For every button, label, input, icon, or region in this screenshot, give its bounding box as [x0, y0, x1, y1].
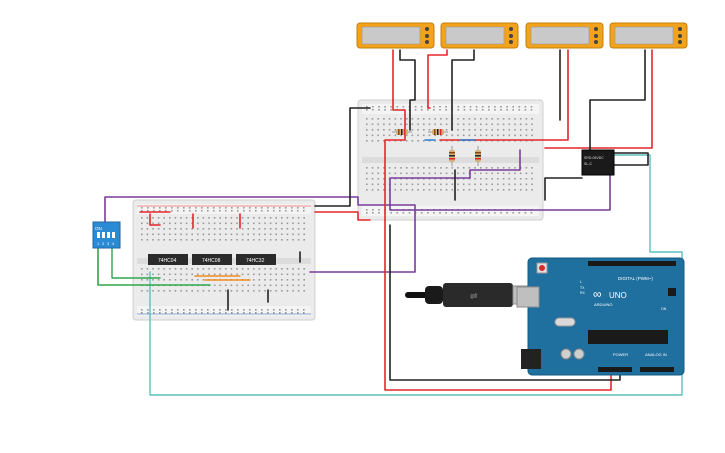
wire-black-bulb4[interactable]	[589, 49, 646, 151]
breadboard-left-holes	[141, 207, 305, 314]
relay-line-1: SRD-05VDC	[584, 156, 604, 160]
ic-74hc08[interactable]: 74HC08	[192, 254, 232, 265]
ic-74hc04[interactable]: 74HC04	[148, 254, 188, 265]
wire-red-bulb3[interactable]	[439, 49, 569, 141]
wire-purple-right[interactable]	[389, 149, 611, 211]
tx-label: TX	[580, 286, 585, 290]
digital-label: DIGITAL (PWM~)	[618, 276, 653, 281]
dip-pos-2: 2	[102, 241, 105, 246]
analog-header[interactable]	[640, 367, 674, 372]
relay[interactable]: SRD-05VDC SL-C	[581, 149, 615, 176]
bulb-4[interactable]	[609, 22, 688, 49]
usb-icon: ⇌	[470, 291, 478, 301]
l-label: L	[580, 280, 582, 284]
capacitor-1	[560, 348, 572, 360]
capacitor-2	[573, 348, 585, 360]
power-label: POWER	[613, 352, 628, 357]
wire-red-bulb4[interactable]	[544, 49, 653, 149]
power-header[interactable]	[598, 367, 632, 372]
arduino-uno[interactable]: DIGITAL (PWM~) ∞ UNO ARDUINO TX RX L ON …	[516, 257, 685, 376]
arduino-brand: ARDUINO	[594, 302, 612, 307]
wire-black-relay[interactable]	[544, 177, 583, 201]
wire-black-bulb2[interactable]	[451, 49, 475, 131]
wire-teal-bottom[interactable]	[149, 154, 683, 396]
analog-label: ANALOG IN	[645, 352, 667, 357]
digital-header[interactable]	[588, 261, 676, 266]
resistor-4[interactable]	[475, 146, 481, 166]
dip-switch[interactable]: ON 1 2 3 4	[92, 221, 121, 249]
wire-black-gnd-left[interactable]	[314, 107, 371, 207]
on-label: ON	[661, 307, 667, 311]
arduino-model: UNO	[609, 291, 627, 300]
wire-red-bb-top[interactable]	[314, 211, 371, 221]
rx-label: RX	[580, 291, 586, 295]
dip-pos-3: 3	[107, 241, 110, 246]
ic-74hc08-label: 74HC08	[202, 258, 221, 264]
relay-line-2: SL-C	[584, 162, 592, 166]
dip-on-label: ON	[95, 226, 102, 231]
resistor-1[interactable]	[392, 129, 412, 135]
resistor-2[interactable]	[428, 129, 448, 135]
wire-red-left[interactable]	[149, 213, 161, 226]
dip-pos-4: 4	[112, 241, 115, 246]
bulb-1[interactable]	[356, 22, 435, 49]
wire-black-relay2[interactable]	[611, 152, 649, 166]
wire-black-arduino[interactable]	[389, 224, 621, 381]
ic-74hc32-label: 74HC32	[246, 258, 265, 264]
bulb-3[interactable]	[525, 22, 604, 49]
ic-74hc32[interactable]: 74HC32	[236, 254, 276, 265]
atmega-chip	[588, 330, 668, 344]
arduino-logo-icon: ∞	[593, 287, 602, 301]
dip-pos-1: 1	[97, 241, 100, 246]
wire-red-bulb2[interactable]	[427, 49, 448, 109]
bulb-2[interactable]	[440, 22, 519, 49]
wire-black-bulb1[interactable]	[399, 49, 416, 131]
wires	[97, 49, 683, 396]
resistor-3[interactable]	[449, 146, 455, 166]
ic-74hc04-label: 74HC04	[158, 258, 177, 264]
wire-red-bulb1[interactable]	[384, 49, 612, 391]
